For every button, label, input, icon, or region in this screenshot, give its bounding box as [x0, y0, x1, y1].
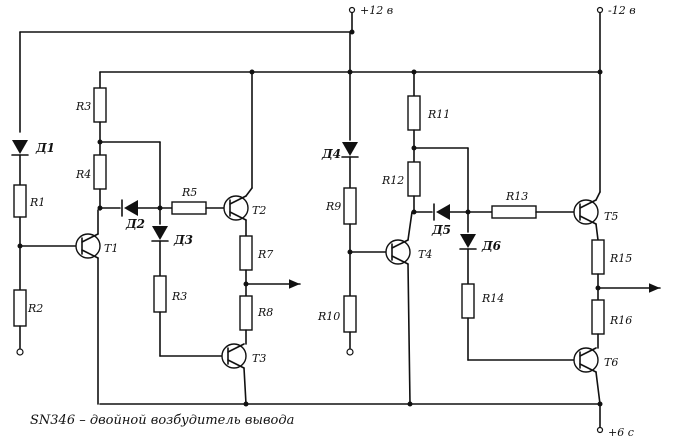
label-r14: R14 [481, 292, 504, 305]
label-r13: R13 [505, 190, 528, 203]
resistor-r10 [343, 295, 357, 333]
label-d2: Д2 [125, 217, 145, 231]
resistor-r6 [153, 275, 167, 313]
resistor-r4 [93, 154, 107, 190]
resistor-r15 [591, 239, 605, 275]
diode-d6 [459, 234, 477, 250]
input-terminal-right [346, 348, 354, 356]
label-r3: R3 [75, 100, 91, 113]
label-r2: R2 [27, 302, 43, 315]
diode-d4 [341, 142, 359, 158]
label-r10: R10 [317, 310, 340, 323]
resistor-r3 [93, 87, 107, 123]
resistor-r7 [239, 235, 253, 271]
plus6-terminal [596, 426, 604, 434]
transistor-t5 [573, 199, 599, 225]
diode-d2 [121, 199, 138, 217]
plus12-label: +12 в [360, 4, 393, 17]
label-t2: T2 [252, 204, 266, 217]
transistor-t1 [75, 233, 101, 259]
resistor-r9 [343, 187, 357, 225]
resistor-r2 [13, 289, 27, 327]
label-t6: T6 [604, 356, 618, 369]
transistor-t6 [573, 347, 599, 373]
label-r7: R7 [257, 248, 273, 261]
label-d6: Д6 [481, 239, 502, 253]
label-t1: T1 [104, 242, 118, 255]
diode-d3 [151, 226, 169, 242]
resistor-r8 [239, 295, 253, 331]
resistor-r13 [491, 205, 537, 219]
junction-dots [17, 29, 603, 407]
supply-rails [19, 11, 601, 429]
label-r16: R16 [609, 314, 632, 327]
transistor-t3 [221, 343, 247, 369]
label-r5: R5 [181, 186, 197, 199]
label-r1: R1 [29, 196, 45, 209]
figure-caption: SN346 – двойной возбудитель вывода [30, 413, 294, 428]
resistor-r14 [461, 283, 475, 319]
label-d5: Д5 [431, 223, 451, 237]
label-r6: R3 [171, 290, 187, 303]
plus12-terminal [348, 6, 356, 14]
resistor-r1 [13, 184, 27, 218]
resistor-r16 [591, 299, 605, 335]
label-d3: Д3 [173, 233, 193, 247]
label-r15: R15 [609, 252, 632, 265]
diode-d1 [11, 140, 29, 156]
label-d4: Д4 [321, 147, 341, 161]
input-terminal-left [16, 348, 24, 356]
label-t4: T4 [418, 248, 432, 261]
resistor-r5 [171, 201, 207, 215]
label-r8: R8 [257, 306, 273, 319]
transistor-t2 [223, 195, 249, 221]
label-t5: T5 [604, 210, 618, 223]
label-r11: R11 [427, 108, 450, 121]
transistor-t4 [385, 239, 411, 265]
resistor-r11 [407, 95, 421, 131]
minus12-terminal [596, 6, 604, 14]
label-d1: Д1 [35, 141, 55, 155]
label-t3: T3 [252, 352, 266, 365]
plus6-label: +6 с [608, 426, 634, 439]
diode-d5 [433, 203, 450, 221]
label-r4: R4 [75, 168, 91, 181]
label-r9: R9 [325, 200, 341, 213]
resistor-r12 [407, 161, 421, 197]
label-r12: R12 [381, 174, 404, 187]
minus12-label: -12 в [608, 4, 636, 17]
